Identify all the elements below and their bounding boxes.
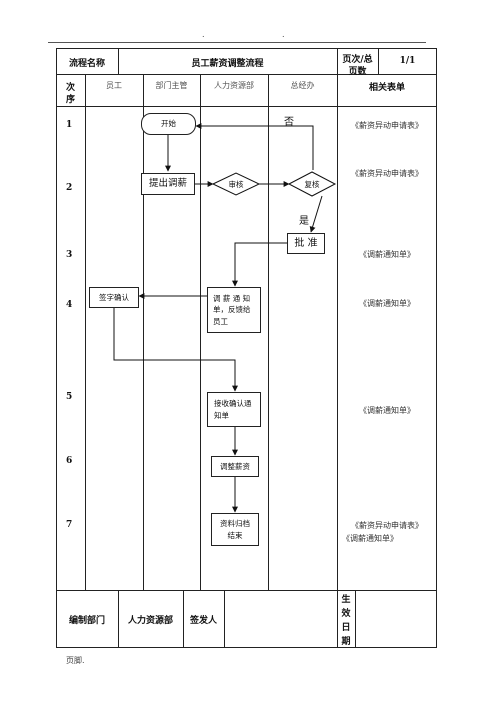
flow-table [56, 48, 437, 648]
col-divider [118, 48, 119, 74]
footer-col-divider [224, 590, 225, 648]
notify-node: 调 薪 通 知 单，反馈给 员工 [207, 287, 261, 333]
notify-line: 员工 [213, 316, 228, 326]
review-diamond [211, 172, 261, 196]
sign-node: 签字确认 [89, 287, 139, 308]
approve-node: 批 准 [287, 233, 325, 254]
col-divider [143, 74, 144, 590]
effective-date-label: 期 [341, 637, 351, 647]
start-node: 开始 [141, 113, 196, 135]
adjust-node: 调整薪资 [211, 456, 259, 477]
archive-line: 结束 [227, 530, 243, 540]
page-label: 页数 [348, 67, 367, 77]
header-divider [56, 74, 437, 75]
footer-col-divider [355, 590, 356, 648]
yes-label: 是 [299, 216, 309, 227]
receive-line: 知单 [214, 410, 229, 420]
footer-col-divider [118, 590, 119, 648]
page-value: 1/1 [399, 56, 416, 66]
step-number: 1 [66, 120, 73, 130]
step-number: 6 [66, 456, 73, 466]
footer-dept-label: 编制部门 [68, 616, 105, 626]
footer-dept-value: 人力资源部 [127, 616, 173, 626]
footer-col-divider [183, 590, 184, 648]
start-label: 开始 [161, 119, 176, 129]
footer-col-divider [337, 590, 338, 648]
no-label: 否 [284, 117, 294, 128]
form-entry: 《调薪通知单》 [359, 299, 415, 308]
step-number: 4 [66, 300, 73, 310]
step-number: 2 [66, 183, 73, 193]
form-entry: 《调薪通知单》 [342, 534, 398, 543]
archive-node: 资料归档 结束 [211, 513, 259, 546]
col-divider [268, 74, 269, 590]
effective-date-label: 效 [341, 609, 351, 619]
arrow-recheck-yes-to-approve [309, 195, 323, 233]
top-mark: . [282, 30, 285, 39]
col-divider [378, 48, 379, 74]
lane-gm-office: 总经办 [290, 81, 315, 90]
step-col-label: 次 [65, 83, 75, 93]
top-mark: . [202, 30, 205, 39]
lane-employee: 员工 [106, 81, 122, 90]
form-entry: 《薪资异动申请表》 [351, 169, 423, 178]
page-footer: 页脚. [66, 656, 85, 665]
top-rule [48, 42, 426, 43]
col-divider [85, 74, 86, 590]
receive-node: 接收确认通 知单 [207, 392, 261, 427]
lane-dept-manager: 部门主管 [155, 81, 188, 90]
process-name: 员工薪资调整流程 [191, 59, 264, 69]
effective-date-label: 生 [341, 595, 351, 605]
propose-label: 提出调薪 [148, 177, 187, 189]
review-label: 审核 [228, 180, 244, 189]
archive-line: 资料归档 [220, 519, 250, 529]
form-entry: 《薪资异动申请表》 [351, 521, 423, 530]
arrow-sign-to-receive [113, 308, 238, 392]
col-divider [337, 74, 338, 590]
effective-date-label: 日 [341, 623, 351, 633]
form-entry: 《薪资异动申请表》 [351, 121, 423, 130]
notify-line: 调 薪 通 知 [213, 294, 251, 304]
notify-line: 单，反馈给 [213, 305, 251, 315]
recheck-label: 复核 [304, 180, 320, 189]
footer-approver-label: 签发人 [189, 616, 217, 626]
page-label: 页次/总 [342, 55, 373, 65]
adjust-label: 调整薪资 [220, 461, 250, 471]
sign-label: 签字确认 [99, 292, 129, 302]
process-name-label: 流程名称 [68, 59, 105, 69]
arrow-approve-to-notify [232, 242, 287, 287]
propose-node: 提出调薪 [141, 173, 195, 195]
form-entry: 《调薪通知单》 [359, 250, 415, 259]
arrow-recheck-no-to-start [195, 123, 314, 170]
recheck-diamond [287, 171, 337, 197]
form-entry: 《调薪通知单》 [359, 406, 415, 415]
step-number: 5 [66, 392, 73, 402]
footer-divider [56, 590, 437, 591]
approve-label: 批 准 [294, 238, 318, 249]
receive-line: 接收确认通 [214, 399, 252, 409]
lane-hr: 人力资源部 [214, 81, 254, 90]
lane-header-divider [56, 106, 437, 107]
step-col-label: 序 [65, 95, 75, 105]
step-number: 3 [66, 250, 73, 260]
forms-header: 相关表单 [368, 83, 405, 93]
step-number: 7 [66, 520, 73, 530]
col-divider [200, 74, 201, 590]
col-divider [337, 48, 338, 74]
